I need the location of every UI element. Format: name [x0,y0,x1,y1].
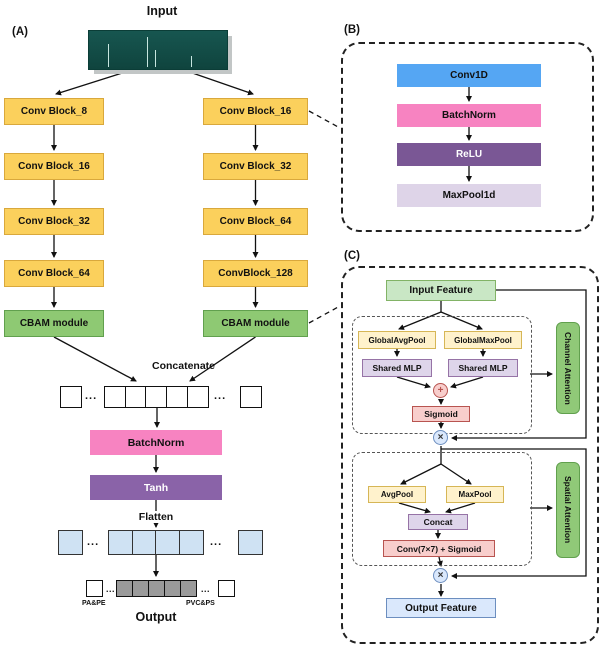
output-cell-single [86,580,103,597]
class-label-pape: PA&PE [82,600,106,607]
multiply-operator-icon: × [433,430,448,445]
signal-spike [146,36,148,67]
output-title: Output [135,610,177,624]
ellipsis: ... [210,536,223,548]
output-cell [86,580,103,597]
add-operator-icon: + [433,383,448,398]
cbam-module-right: CBAM module [203,310,308,337]
panel-c-border [341,266,599,644]
batchnorm-b: BatchNorm [397,104,541,127]
conv-block-128: ConvBlock_128 [203,260,308,287]
global-max-pool: GlobalMaxPool [444,331,522,349]
conv7x7-sigmoid: Conv(7×7) + Sigmoid [383,540,495,557]
signal-spike [191,55,193,67]
max-pool: MaxPool [446,486,504,503]
concat: Concat [408,514,468,530]
shared-mlp-right: Shared MLP [448,359,518,377]
cbam-module-left: CBAM module [4,310,104,337]
output-cell [164,580,181,597]
ellipsis: ... [87,536,100,548]
panel-a-label: (A) [12,26,28,38]
relu: ReLU [397,143,541,166]
output-cell [116,580,133,597]
input-title: Input [146,4,178,18]
feature-cell [186,386,209,408]
global-avg-pool: GlobalAvgPool [358,331,436,349]
signal-spike [108,44,110,67]
shared-mlp-left: Shared MLP [362,359,432,377]
ellipsis: ... [106,584,116,594]
multiply-operator-icon: × [433,568,448,583]
flat-cell [155,530,181,555]
flat-cell [58,530,83,555]
concatenate-label: Concatenate [152,360,216,372]
feature-cell-single [240,386,262,408]
tanh: Tanh [90,475,222,500]
feature-cell [60,386,82,408]
feature-cell-group [104,386,209,408]
channel-attention-label: Channel Attention [556,322,580,414]
feature-cell [145,386,168,408]
panel-b-border [341,42,594,232]
avg-pool: AvgPool [368,486,426,503]
ellipsis: ... [201,584,211,594]
feature-cell [240,386,262,408]
flat-cell-single [58,530,83,555]
flat-cell [131,530,157,555]
flat-cell [108,530,133,555]
conv-block-8: Conv Block_8 [4,98,104,125]
feature-cell [104,386,126,408]
batchnorm-a: BatchNorm [90,430,222,455]
conv-block-16-right: Conv Block_16 [203,98,308,125]
maxpool1d: MaxPool1d [397,184,541,207]
conv1d: Conv1D [397,64,541,87]
sigmoid: Sigmoid [412,406,470,422]
input-feature: Input Feature [386,280,496,301]
flat-cell-group [108,530,205,555]
ellipsis: ... [214,390,227,402]
conv-block-16-left: Conv Block_16 [4,153,104,180]
flat-cell [238,530,263,555]
output-cell [132,580,149,597]
signal-spike [155,49,157,67]
spatial-attention-label: Spatial Attention [556,462,580,558]
feature-cell-single [60,386,82,408]
output-feature: Output Feature [386,598,496,618]
conv-block-64-right: Conv Block_64 [203,208,308,235]
conv-block-32-left: Conv Block_32 [4,208,104,235]
flatten-label: Flatten [130,511,182,523]
output-cell-group [116,580,197,597]
flat-cell-single [238,530,263,555]
panel-c-label: (C) [344,250,360,262]
output-cell [180,580,197,597]
output-cell [148,580,165,597]
input-spectrum-image [88,30,228,70]
feature-cell [124,386,147,408]
class-label-pvcps: PVC&PS [186,600,215,607]
flat-cell [179,530,205,555]
feature-cell [166,386,189,408]
output-cell [218,580,235,597]
ellipsis: ... [85,390,98,402]
conv-block-32-right: Conv Block_32 [203,153,308,180]
panel-b-label: (B) [344,24,360,36]
conv-block-64-left: Conv Block_64 [4,260,104,287]
output-cell-single [218,580,235,597]
